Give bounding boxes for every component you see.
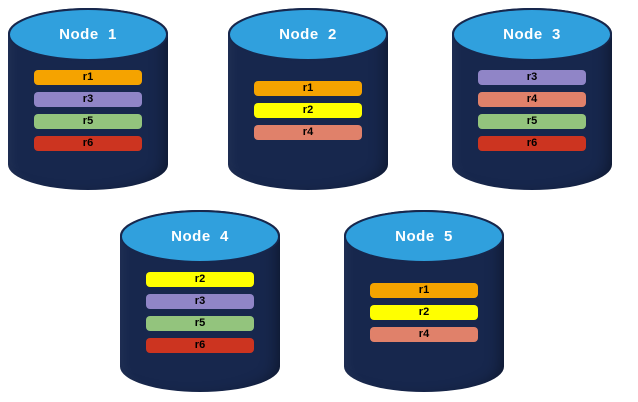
record-r2[interactable]: r2 xyxy=(145,271,255,287)
node-3-label: Node 3 xyxy=(503,25,561,43)
record-r6[interactable]: r6 xyxy=(145,337,255,353)
node-4[interactable]: Node 4 r2 r3 r5 r6 xyxy=(120,210,280,392)
node-4-record-list: r2 r3 r5 r6 xyxy=(120,271,280,353)
node-5-cylinder-top xyxy=(344,210,504,263)
record-r4[interactable]: r4 xyxy=(369,326,479,342)
node-4-cylinder-top xyxy=(120,210,280,263)
node-2[interactable]: Node 2 r1 r2 r4 xyxy=(228,8,388,190)
record-r5[interactable]: r5 xyxy=(33,113,143,129)
node-2-record-list: r1 r2 r4 xyxy=(228,80,388,140)
record-r2[interactable]: r2 xyxy=(253,102,363,118)
node-3-cylinder-top xyxy=(452,8,612,61)
node-1-label: Node 1 xyxy=(59,25,117,43)
node-3-record-list: r3 r4 r5 r6 xyxy=(452,69,612,151)
node-4-label: Node 4 xyxy=(171,227,229,245)
record-r5[interactable]: r5 xyxy=(477,113,587,129)
node-5-record-list: r1 r2 r4 xyxy=(344,282,504,342)
node-3[interactable]: Node 3 r3 r4 r5 r6 xyxy=(452,8,612,190)
record-r1[interactable]: r1 xyxy=(33,69,143,85)
node-1[interactable]: Node 1 r1 r3 r5 r6 xyxy=(8,8,168,190)
record-r1[interactable]: r1 xyxy=(369,282,479,298)
record-r4[interactable]: r4 xyxy=(253,124,363,140)
record-r3[interactable]: r3 xyxy=(145,293,255,309)
node-1-cylinder-top xyxy=(8,8,168,61)
record-r2[interactable]: r2 xyxy=(369,304,479,320)
record-r6[interactable]: r6 xyxy=(33,135,143,151)
record-r3[interactable]: r3 xyxy=(477,69,587,85)
record-r5[interactable]: r5 xyxy=(145,315,255,331)
node-2-label: Node 2 xyxy=(279,25,337,43)
record-r3[interactable]: r3 xyxy=(33,91,143,107)
node-5-label: Node 5 xyxy=(395,227,453,245)
node-1-record-list: r1 r3 r5 r6 xyxy=(8,69,168,151)
node-2-cylinder-top xyxy=(228,8,388,61)
node-5[interactable]: Node 5 r1 r2 r4 xyxy=(344,210,504,392)
record-r1[interactable]: r1 xyxy=(253,80,363,96)
record-r6[interactable]: r6 xyxy=(477,135,587,151)
record-r4[interactable]: r4 xyxy=(477,91,587,107)
